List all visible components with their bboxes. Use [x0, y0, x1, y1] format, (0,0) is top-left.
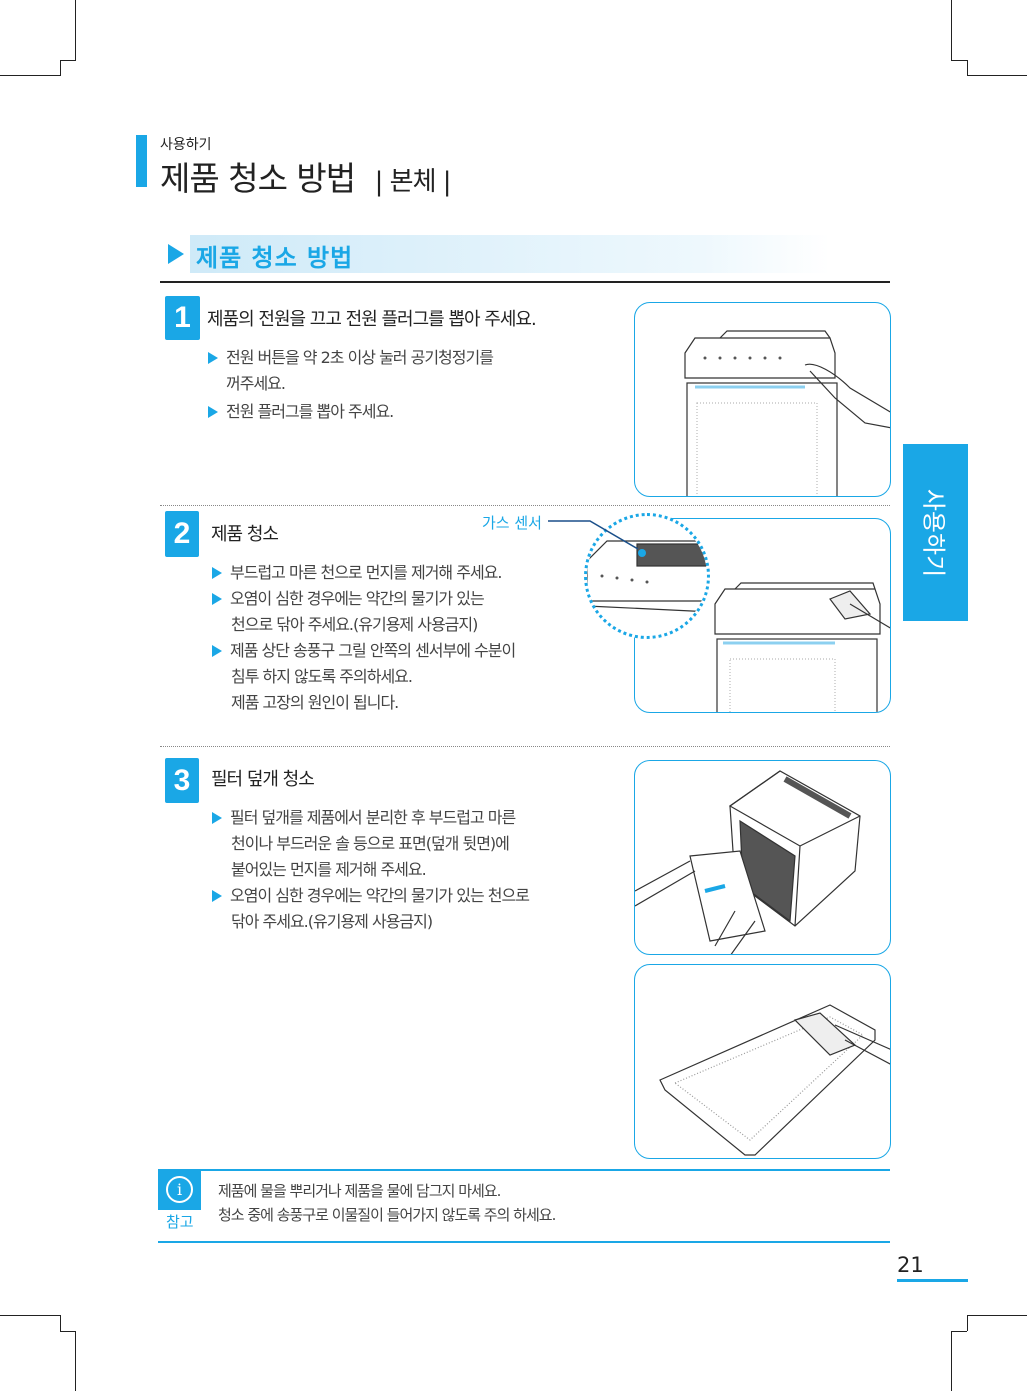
crop-mark: [0, 1315, 60, 1316]
crop-mark: [951, 0, 952, 60]
note-bottom-rule: [158, 1241, 890, 1243]
illustration-remove-cover: [634, 760, 891, 955]
crop-mark: [967, 1315, 968, 1331]
page-number-underline: [897, 1279, 968, 1282]
gas-sensor-callout: 가스 센서: [482, 514, 542, 532]
gas-sensor-magnifier: [584, 513, 710, 639]
crop-mark: [967, 75, 1027, 76]
page-number: 21: [897, 1253, 924, 1277]
step-line: 천으로 닦아 주세요.(유기용제 사용금지): [231, 615, 478, 634]
section-heading: 제품 청소 방법: [196, 244, 354, 272]
divider: [160, 281, 890, 283]
crop-mark: [75, 1331, 76, 1391]
step-line: 전원 버튼을 약 2초 이상 눌러 공기청정기를: [208, 344, 494, 368]
step-title: 제품 청소: [211, 524, 279, 545]
page-subtitle: 본체: [389, 167, 437, 197]
step-line: 닦아 주세요.(유기용제 사용금지): [231, 912, 433, 931]
crop-mark: [60, 60, 76, 61]
callout-leader-line: [548, 520, 639, 550]
page-title-text: 제품 청소 방법: [160, 159, 356, 198]
crop-mark: [60, 1315, 61, 1331]
note-label: 참고: [166, 1213, 194, 1231]
illustration-wipe-cover: [634, 964, 891, 1159]
crop-mark: [951, 1331, 952, 1391]
dotted-divider: [160, 746, 890, 747]
header-accent-bar: [136, 135, 147, 187]
page-title: 제품 청소 방법 | 본체 |: [160, 159, 452, 198]
note-line: 제품에 물을 뿌리거나 제품을 물에 담그지 마세요.: [218, 1182, 501, 1200]
step-line: 제품 고장의 원인이 됩니다.: [231, 693, 399, 712]
triangle-icon: [168, 244, 184, 264]
step-line: 오염이 심한 경우에는 약간의 물기가 있는 천으로: [212, 882, 530, 906]
info-icon: i: [166, 1176, 193, 1203]
note-top-rule: [158, 1169, 890, 1171]
step-line: 침투 하지 않도록 주의하세요.: [231, 667, 413, 686]
step-line: 전원 플러그를 뽑아 주세요.: [208, 398, 394, 422]
crop-mark: [967, 1315, 1027, 1316]
side-tab-label: 사용하기: [919, 488, 947, 577]
step-number: 1: [165, 296, 200, 340]
step-number: 3: [165, 758, 199, 803]
step-title: 필터 덮개 청소: [211, 769, 315, 790]
crop-mark: [60, 1331, 76, 1332]
step-title: 제품의 전원을 끄고 전원 플러그를 뽑아 주세요.: [207, 309, 537, 330]
info-icon-box: i: [158, 1169, 201, 1210]
section-label: 사용하기: [160, 137, 212, 153]
step-line: 붙어있는 먼지를 제거해 주세요.: [231, 860, 427, 879]
crop-mark: [951, 1331, 967, 1332]
crop-mark: [0, 75, 60, 76]
step-line: 천이나 부드러운 솔 등으로 표면(덮개 뒷면)에: [231, 834, 510, 853]
step-line: 부드럽고 마른 천으로 먼지를 제거해 주세요.: [212, 559, 502, 583]
note-line: 청소 중에 송풍구로 이물질이 들어가지 않도록 주의 하세요.: [218, 1206, 556, 1224]
crop-mark: [60, 60, 61, 76]
step-line: 제품 상단 송풍구 그릴 안쪽의 센서부에 수분이: [212, 637, 516, 661]
step-line: 오염이 심한 경우에는 약간의 물기가 있는: [212, 585, 485, 609]
side-tab[interactable]: 사용하기: [903, 444, 968, 621]
illustration-power-off: [634, 302, 891, 497]
step-line: 꺼주세요.: [226, 374, 286, 393]
step-line: 필터 덮개를 제품에서 분리한 후 부드럽고 마른: [212, 804, 516, 828]
dotted-divider: [160, 505, 890, 506]
section-heading-band: [190, 235, 830, 273]
crop-mark: [75, 0, 76, 60]
step-number: 2: [165, 511, 199, 557]
crop-mark: [967, 60, 968, 76]
crop-mark: [951, 60, 967, 61]
